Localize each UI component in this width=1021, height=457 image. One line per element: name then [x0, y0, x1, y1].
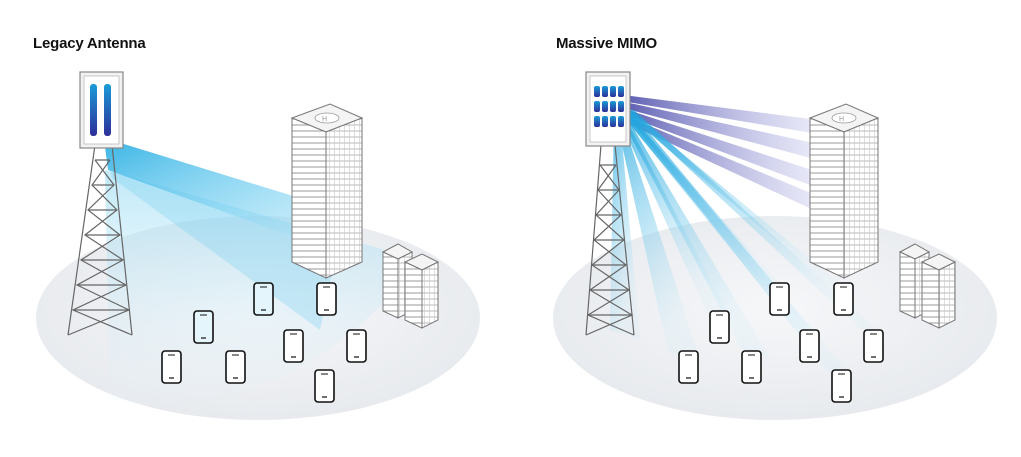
beams-to-building [616, 94, 818, 212]
phone [283, 329, 304, 363]
legacy-antenna-title: Legacy Antenna [33, 35, 146, 52]
legacy-phones [161, 282, 367, 403]
phone [741, 350, 762, 384]
phone [346, 329, 367, 363]
massive-mimo-panel [585, 71, 631, 147]
mimo-phones [678, 282, 884, 403]
beams-to-phones [610, 110, 884, 378]
broad-beam [104, 138, 345, 250]
phone [161, 350, 182, 384]
phone [769, 282, 790, 316]
office-tower: H [290, 103, 364, 279]
massive-mimo-scene: H [553, 71, 997, 420]
phone [225, 350, 246, 384]
phone [678, 350, 699, 384]
legacy-antenna-panel [79, 71, 124, 149]
phone [863, 329, 884, 363]
phone [799, 329, 820, 363]
office-tower: H [808, 103, 880, 279]
phone [314, 369, 335, 403]
massive-mimo-title: Massive MIMO [556, 35, 657, 52]
phone [316, 282, 337, 316]
svg-text:H: H [839, 116, 844, 123]
phone [709, 310, 730, 344]
legacy-antenna-scene: H [36, 71, 480, 420]
phone [831, 369, 852, 403]
antenna-tower [67, 144, 133, 336]
phone [253, 282, 274, 316]
antenna-tower [585, 144, 635, 336]
svg-text:H: H [322, 116, 327, 123]
low-buildings [381, 243, 440, 329]
phone [833, 282, 854, 316]
phone [193, 310, 214, 344]
low-buildings [898, 243, 957, 329]
